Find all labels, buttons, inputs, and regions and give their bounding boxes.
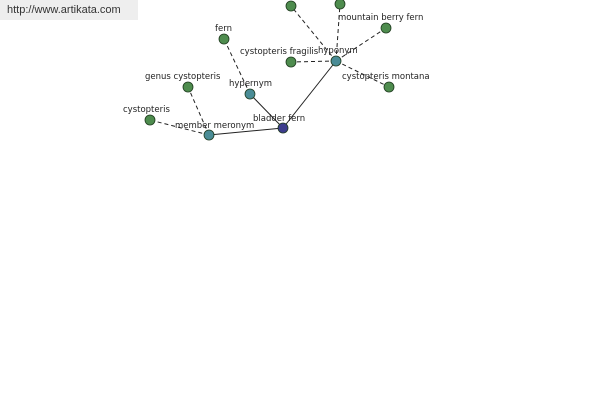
- label-mountain-berry-fern: mountain berry fern: [338, 13, 423, 23]
- node-cystopteris-montana[interactable]: [383, 81, 395, 93]
- edge-hypernym-to-fern: [223, 38, 251, 95]
- label-cystopteris-fragilis: cystopteris fragilis: [240, 47, 319, 57]
- edge-hyponym-to-hyponym-top-1: [290, 5, 337, 62]
- edge-hyponym-to-cystopteris-fragilis: [290, 60, 337, 63]
- node-hyponym-top-1[interactable]: [285, 0, 297, 12]
- label-fern: fern: [215, 24, 232, 34]
- artikata-url-link[interactable]: http://www.artikata.com: [0, 0, 138, 20]
- node-hyponym-top-2[interactable]: [334, 0, 346, 10]
- node-genus-cystopteris[interactable]: [182, 81, 194, 93]
- label-bladder-fern: bladder fern: [253, 114, 305, 124]
- node-hyponym[interactable]: [330, 55, 342, 67]
- edge-hyponym-to-mountain-berry-fern: [335, 27, 387, 62]
- label-hyponym: hyponym: [318, 46, 358, 56]
- node-mountain-berry-fern[interactable]: [380, 22, 392, 34]
- edge-hyponym-to-cystopteris-montana: [335, 60, 390, 88]
- node-bladder-fern[interactable]: [277, 122, 289, 134]
- label-cystopteris-montana: cystopteris montana: [342, 72, 430, 82]
- node-fern[interactable]: [218, 33, 230, 45]
- label-hypernym: hypernym: [229, 79, 272, 89]
- edge-member-meronym-to-genus-cystopteris: [187, 86, 210, 136]
- edge-hyponym-to-hyponym-top-2: [335, 3, 341, 62]
- node-cystopteris-fragilis[interactable]: [285, 56, 297, 68]
- graph-edges: [149, 3, 390, 136]
- node-member-meronym[interactable]: [203, 129, 215, 141]
- graph-labels: bladder fern hyponym hypernym member merony…: [123, 13, 430, 131]
- graph-nodes: [144, 0, 395, 141]
- edge-bladder-fern-to-hypernym: [249, 93, 284, 129]
- label-cystopteris: cystopteris: [123, 105, 170, 115]
- edge-bladder-fern-to-hyponym: [282, 60, 337, 129]
- node-hypernym[interactable]: [244, 88, 256, 100]
- node-cystopteris[interactable]: [144, 114, 156, 126]
- edge-member-meronym-to-cystopteris: [149, 119, 210, 136]
- label-member-meronym: member meronym: [175, 121, 254, 131]
- label-genus-cystopteris: genus cystopteris: [145, 72, 221, 82]
- edge-bladder-fern-to-member-meronym: [208, 127, 284, 136]
